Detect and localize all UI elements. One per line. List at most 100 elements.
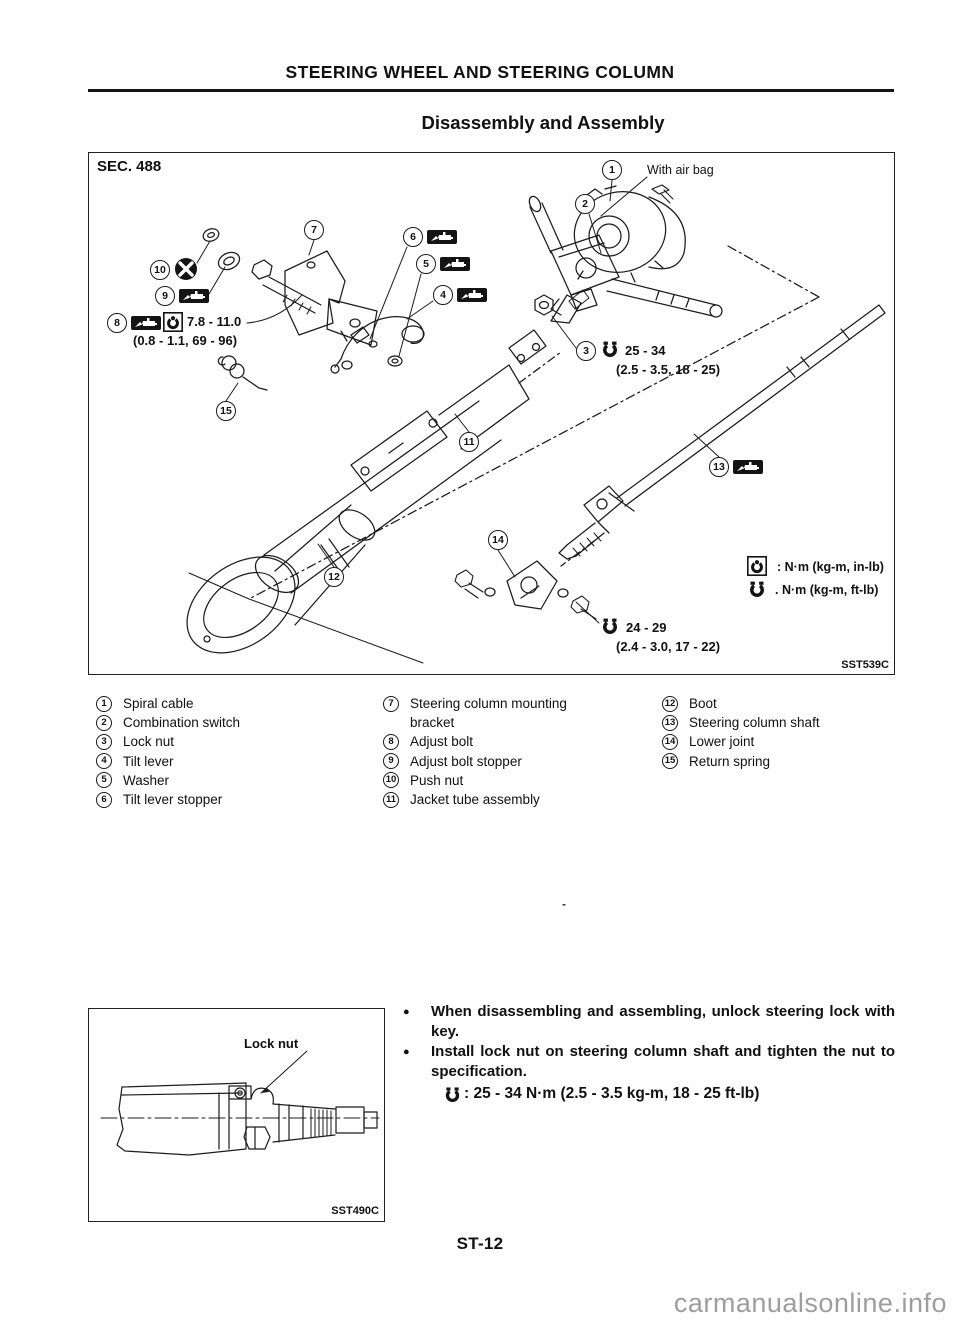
bullet-icon: ●	[403, 1006, 410, 1018]
torque-alt-lock-nut: (2.5 - 3.5, 18 - 25)	[616, 362, 721, 377]
torque-value-lock-nut: 25 - 34	[625, 343, 666, 358]
part-item: 6 Tilt lever stopper	[96, 790, 346, 809]
part-number: 7	[383, 695, 399, 712]
callout-14: 14	[488, 530, 508, 550]
part-label: Return spring	[689, 753, 771, 769]
part-item: 2 Combination switch	[96, 713, 346, 732]
legend-ftlb-label: . N·m (kg-m, ft-lb)	[775, 583, 879, 597]
callout-4: 4	[433, 285, 453, 305]
sec-label: SEC. 488	[97, 158, 162, 175]
grease-icon	[427, 230, 457, 244]
part-item: 8 Adjust bolt	[383, 732, 619, 751]
part-label: Tilt lever	[123, 753, 174, 769]
torque-value-lower-joint: 24 - 29	[626, 620, 667, 635]
part-label: Adjust bolt stopper	[410, 753, 522, 769]
part-item: 10 Push nut	[383, 771, 619, 790]
part-item: 1 Spiral cable	[96, 694, 346, 713]
part-label: Spiral cable	[123, 696, 194, 711]
part-item: 12 Boot	[662, 694, 902, 713]
part-item: 7 Steering column mounting bracket	[383, 694, 619, 732]
callout-6: 6	[403, 227, 423, 247]
part-number: 5	[96, 772, 112, 789]
lock-nut-diagram	[89, 1009, 383, 1220]
section-title: Disassembly and Assembly	[421, 112, 665, 133]
part-number: 15	[662, 753, 678, 770]
callout-5: 5	[416, 254, 436, 274]
torque-ftlb-icon	[747, 579, 767, 599]
air-bag-note: With air bag	[647, 163, 714, 177]
figure-code: SST539C	[841, 659, 889, 671]
inset-figure-box: Lock nut SST490C	[88, 1008, 385, 1222]
part-item: 4 Tilt lever	[96, 752, 346, 771]
note-text: Install lock nut on steering column shaf…	[431, 1043, 895, 1080]
part-number: 3	[96, 733, 112, 750]
torque-ftlb-icon	[443, 1085, 462, 1104]
torque-alt-adjust-bolt: (0.8 - 1.1, 69 - 96)	[133, 333, 238, 348]
torque-alt-lower-joint: (2.4 - 3.0, 17 - 22)	[616, 639, 721, 654]
page-number: ST-12	[456, 1234, 504, 1253]
part-label: Lock nut	[123, 734, 175, 750]
part-number: 11	[383, 791, 399, 808]
part-number: 1	[96, 695, 112, 712]
part-label: Combination switch	[123, 715, 241, 731]
watermark: carmanualsonline.info	[673, 1288, 947, 1318]
callout-10: 10	[150, 260, 170, 280]
grease-icon	[440, 257, 470, 271]
part-number: 6	[96, 791, 112, 808]
part-number: 12	[662, 695, 678, 712]
torque-value-adjust-bolt: 7.8 - 11.0	[187, 314, 242, 329]
part-number: 10	[383, 772, 399, 789]
torque-ftlb-icon	[600, 616, 620, 636]
part-item: 13 Steering column shaft	[662, 713, 902, 732]
note-text: When disassembling and assembling, unloc…	[431, 1003, 895, 1040]
callout-2: 2	[575, 194, 595, 214]
part-number: 9	[383, 753, 399, 770]
grease-icon	[733, 460, 763, 474]
part-item: 9 Adjust bolt stopper	[383, 752, 619, 771]
parts-column-1: 1 Spiral cable 2 Combination switch 3 Lock …	[96, 694, 346, 809]
part-label: Boot	[689, 696, 717, 711]
part-label: Tilt lever stopper	[123, 792, 223, 808]
torque-spec-line: : 25 - 34 N·m (2.5 - 3.5 kg-m, 18 - 25 f…	[403, 1083, 895, 1105]
torque-inlb-icon	[163, 312, 183, 332]
part-label: Washer	[123, 772, 170, 788]
part-item: 15 Return spring	[662, 752, 902, 771]
torque-inlb-icon	[747, 556, 767, 576]
part-item: 3 Lock nut	[96, 732, 346, 751]
part-label: Lower joint	[689, 734, 755, 750]
part-item: 11 Jacket tube assembly	[383, 790, 619, 809]
part-label: Jacket tube assembly	[410, 792, 540, 808]
callout-8: 8	[107, 313, 127, 333]
main-figure-box: SEC. 488 With air bag 1 2 3 4 5 6 7 8 9 …	[88, 152, 895, 675]
note-item: ● Install lock nut on steering column sh…	[403, 1042, 895, 1082]
torque-spec-text: : 25 - 34 N·m (2.5 - 3.5 kg-m, 18 - 25 f…	[464, 1085, 760, 1102]
callout-13: 13	[709, 457, 729, 477]
note-item: ● When disassembling and assembling, unl…	[403, 1002, 895, 1042]
callout-7: 7	[304, 220, 324, 240]
part-label: Push nut	[410, 772, 464, 788]
lock-nut-label: Lock nut	[244, 1036, 299, 1051]
title-rule	[88, 89, 894, 92]
legend-inlb-label: : N·m (kg-m, in-lb)	[777, 560, 884, 574]
bullet-icon: ●	[403, 1046, 410, 1058]
callout-1: 1	[602, 160, 622, 180]
notes-section: ● When disassembling and assembling, unl…	[403, 1002, 895, 1105]
part-label: Steering column shaft	[689, 715, 820, 731]
callout-3: 3	[576, 341, 596, 361]
callout-12: 12	[324, 567, 344, 587]
callout-9: 9	[155, 286, 175, 306]
part-number: 13	[662, 714, 678, 731]
part-label: Adjust bolt	[410, 734, 474, 750]
part-number: 4	[96, 753, 112, 770]
page-title: STEERING WHEEL AND STEERING COLUMN	[285, 62, 675, 82]
part-number: 8	[383, 733, 399, 750]
part-number: 2	[96, 714, 112, 731]
exploded-diagram	[175, 153, 893, 673]
part-label: Steering column mounting bracket	[410, 696, 567, 731]
stray-mark: -	[562, 897, 566, 911]
part-item: 14 Lower joint	[662, 732, 902, 751]
grease-icon	[457, 288, 487, 302]
part-number: 14	[662, 733, 678, 750]
